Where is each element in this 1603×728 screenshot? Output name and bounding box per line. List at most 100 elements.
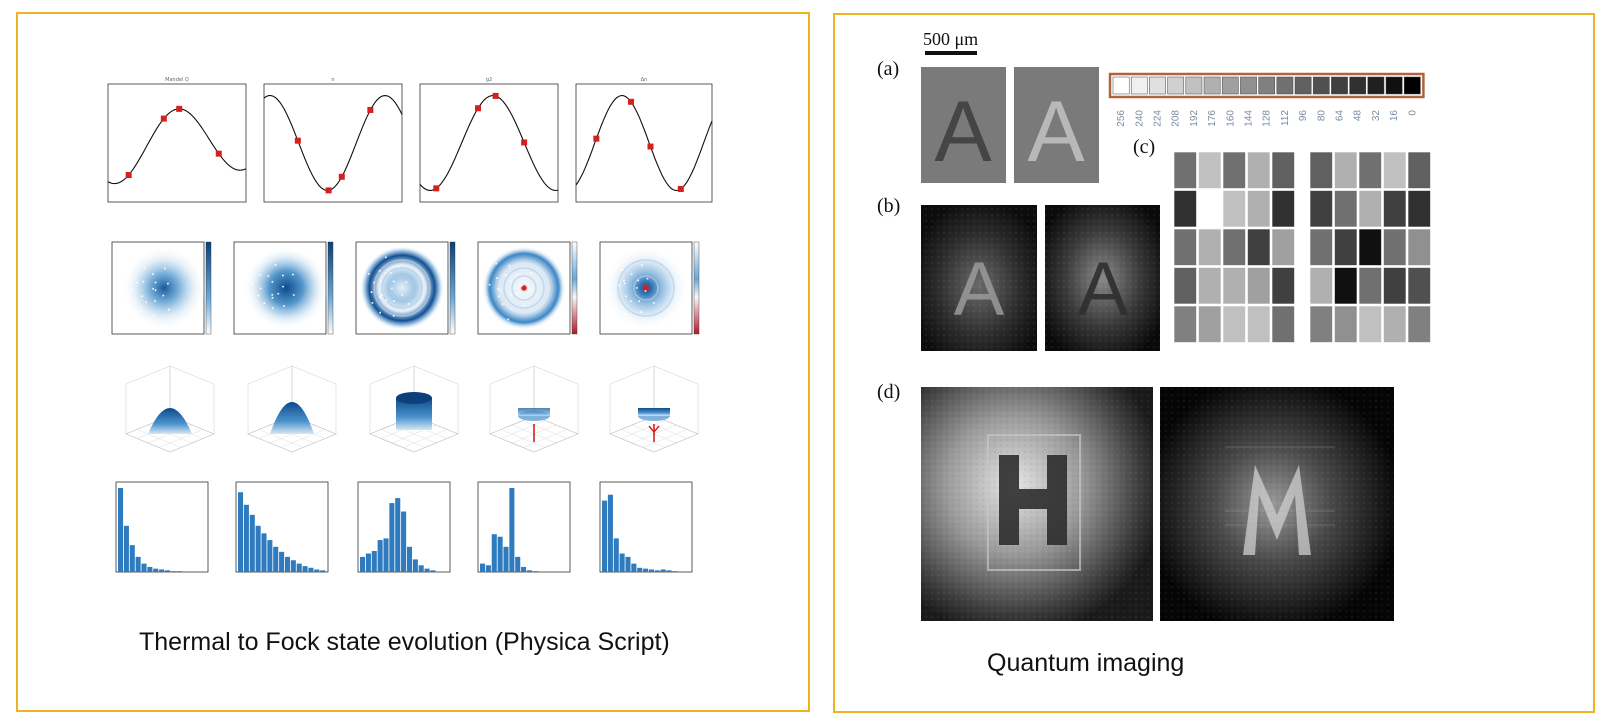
ghost-image-a-2-noise xyxy=(1045,205,1160,351)
histogram-bar-0-1 xyxy=(123,525,129,572)
target-a-dark-letter: A xyxy=(934,84,992,180)
wigner-ring-4 xyxy=(625,267,667,309)
histogram-bar-4-0 xyxy=(602,500,608,572)
histogram-bar-2-3 xyxy=(377,540,383,572)
curve-plot-title-1: n xyxy=(331,77,334,83)
gray-swatch-label-3: 208 xyxy=(1171,110,1182,127)
surface-wall-right-2 xyxy=(413,365,459,434)
wigner-distribution-0 xyxy=(122,246,206,330)
wigner-ring-2 xyxy=(389,275,415,301)
surface-wall-left-3 xyxy=(489,365,535,434)
wigner-ring-3 xyxy=(495,259,553,317)
curve-plot-title-0: Mandel Q xyxy=(165,77,189,83)
gray-swatch-1 xyxy=(1130,76,1148,95)
curve-marker-0-2 xyxy=(176,105,183,112)
grid-right-cell-2-2 xyxy=(1358,228,1382,266)
h-frame xyxy=(987,434,1081,571)
grid-left-cell-4-2 xyxy=(1222,305,1246,343)
histogram-bar-4-2 xyxy=(613,538,619,572)
histogram-bar-3-1 xyxy=(485,565,491,572)
curve-line-3 xyxy=(575,94,713,192)
curve-marker-1-0 xyxy=(294,137,301,144)
panel-label-a: (a) xyxy=(877,58,899,80)
grid-left-cell-3-1 xyxy=(1198,267,1222,305)
histogram-bar-0-6 xyxy=(153,568,159,572)
histogram-bar-1-8 xyxy=(284,556,290,572)
gray-swatch-12 xyxy=(1331,76,1348,95)
grid-right-cell-4-2 xyxy=(1358,305,1382,343)
grid-right-cell-3-2 xyxy=(1358,267,1382,305)
histogram-bar-4-9 xyxy=(654,570,660,572)
curve-marker-2-2 xyxy=(492,92,499,99)
histogram-bar-0-9 xyxy=(170,571,176,572)
histogram-bar-0-7 xyxy=(159,569,165,572)
gray-swatch-14 xyxy=(1367,76,1385,95)
gray-swatch-8 xyxy=(1258,76,1276,95)
grid-right-cell-1-0 xyxy=(1309,190,1333,228)
gray-swatch-11 xyxy=(1312,76,1330,95)
curve-marker-3-1 xyxy=(628,98,635,105)
curve-marker-1-1 xyxy=(325,187,332,194)
curve-plot-frame-0 xyxy=(107,83,247,203)
grid-right-cell-0-1 xyxy=(1334,151,1358,189)
surface-cylinder-top-2 xyxy=(396,392,432,404)
histogram-bar-1-10 xyxy=(296,563,302,572)
curve-marker-3-2 xyxy=(647,143,654,150)
grid-right-cell-2-4 xyxy=(1407,228,1431,266)
wigner-negative-center-3 xyxy=(521,285,527,291)
h-letter-shape xyxy=(999,455,1067,545)
gray-swatch-16 xyxy=(1403,76,1421,95)
grid-left-cell-4-1 xyxy=(1198,305,1222,343)
curve-marker-3-0 xyxy=(593,135,600,142)
grid-right-cell-4-1 xyxy=(1334,305,1358,343)
histogram-bar-0-5 xyxy=(147,566,153,572)
ghost-image-a-2-letter: A xyxy=(1078,247,1129,332)
curve-marker-0-3 xyxy=(215,150,222,157)
curve-plot-title-2: g2 xyxy=(486,77,492,83)
colorbar-0 xyxy=(205,241,212,335)
histogram-bar-3-8 xyxy=(526,570,532,572)
gray-swatch-label-4: 192 xyxy=(1189,110,1200,127)
gray-swatch-label-15: 16 xyxy=(1389,110,1400,122)
wigner-distribution-1 xyxy=(244,246,328,330)
grid-right-cell-2-1 xyxy=(1334,228,1358,266)
wigner-ring-2 xyxy=(373,259,431,317)
grid-left-cell-0-1 xyxy=(1198,151,1222,189)
wigner-ring-3 xyxy=(503,267,545,309)
grid-left-cell-3-4 xyxy=(1271,267,1295,305)
histogram-bar-4-11 xyxy=(666,570,672,572)
curve-marker-2-1 xyxy=(475,105,482,112)
gray-swatch-label-14: 32 xyxy=(1371,110,1382,122)
gray-swatch-label-11: 80 xyxy=(1316,110,1327,122)
histogram-bar-1-6 xyxy=(273,546,279,572)
histogram-bar-0-8 xyxy=(164,570,170,572)
histogram-bar-3-2 xyxy=(491,534,497,572)
histogram-bar-2-6 xyxy=(395,498,401,572)
grid-left-cell-1-2 xyxy=(1222,190,1246,228)
histogram-bar-2-10 xyxy=(418,565,424,572)
histogram-bar-4-7 xyxy=(643,568,649,572)
histogram-bar-3-9 xyxy=(532,571,538,572)
gray-swatch-13 xyxy=(1349,76,1367,95)
gray-swatch-3 xyxy=(1167,76,1185,95)
histogram-bar-4-12 xyxy=(672,571,678,572)
surface-wall-right-3 xyxy=(533,365,579,434)
histogram-bar-1-14 xyxy=(320,570,326,572)
histogram-bar-2-1 xyxy=(365,553,371,572)
wigner-distribution-2 xyxy=(360,246,444,330)
panel-label-b: (b) xyxy=(877,195,900,217)
grid-left-cell-2-4 xyxy=(1271,228,1295,266)
curve-marker-2-0 xyxy=(433,185,440,192)
grid-left-cell-4-4 xyxy=(1271,305,1295,343)
target-a-dark-letter-box xyxy=(921,67,1006,183)
grid-right-cell-1-1 xyxy=(1334,190,1358,228)
histogram-bar-1-7 xyxy=(279,551,285,572)
grid-left-cell-1-4 xyxy=(1271,190,1295,228)
histogram-bar-1-1 xyxy=(243,504,249,572)
gray-swatch-label-9: 112 xyxy=(1280,110,1291,126)
panel-label-d: (d) xyxy=(877,381,900,403)
histogram-bar-2-12 xyxy=(430,570,436,572)
